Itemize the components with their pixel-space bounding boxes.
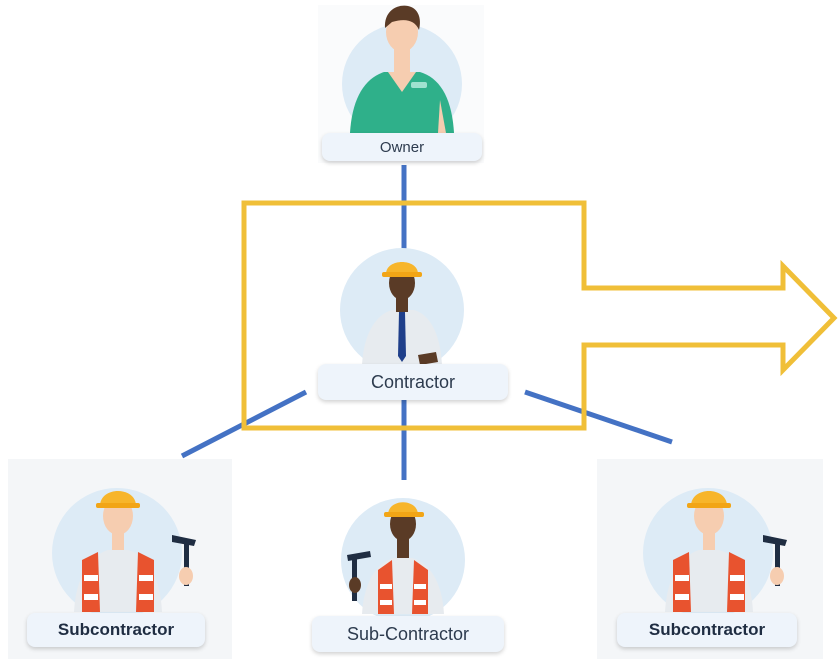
- contractor-label: Contractor: [318, 364, 508, 400]
- subcontractor-worker-icon: [341, 498, 465, 622]
- owner-label: Owner: [322, 133, 482, 161]
- subcontractor-worker-icon: [643, 488, 787, 618]
- highlight-arrow: [241, 200, 838, 431]
- person-owner-icon: [342, 5, 462, 144]
- contractor-person-icon: [340, 248, 464, 372]
- subcontractor-right-label: Subcontractor: [617, 613, 797, 647]
- subcontractor-worker-icon: [52, 488, 196, 618]
- subcontractor-left-label: Subcontractor: [27, 613, 205, 647]
- contractor-right-connector: [524, 389, 673, 445]
- sub-contractor-center-label: Sub-Contractor: [312, 616, 504, 652]
